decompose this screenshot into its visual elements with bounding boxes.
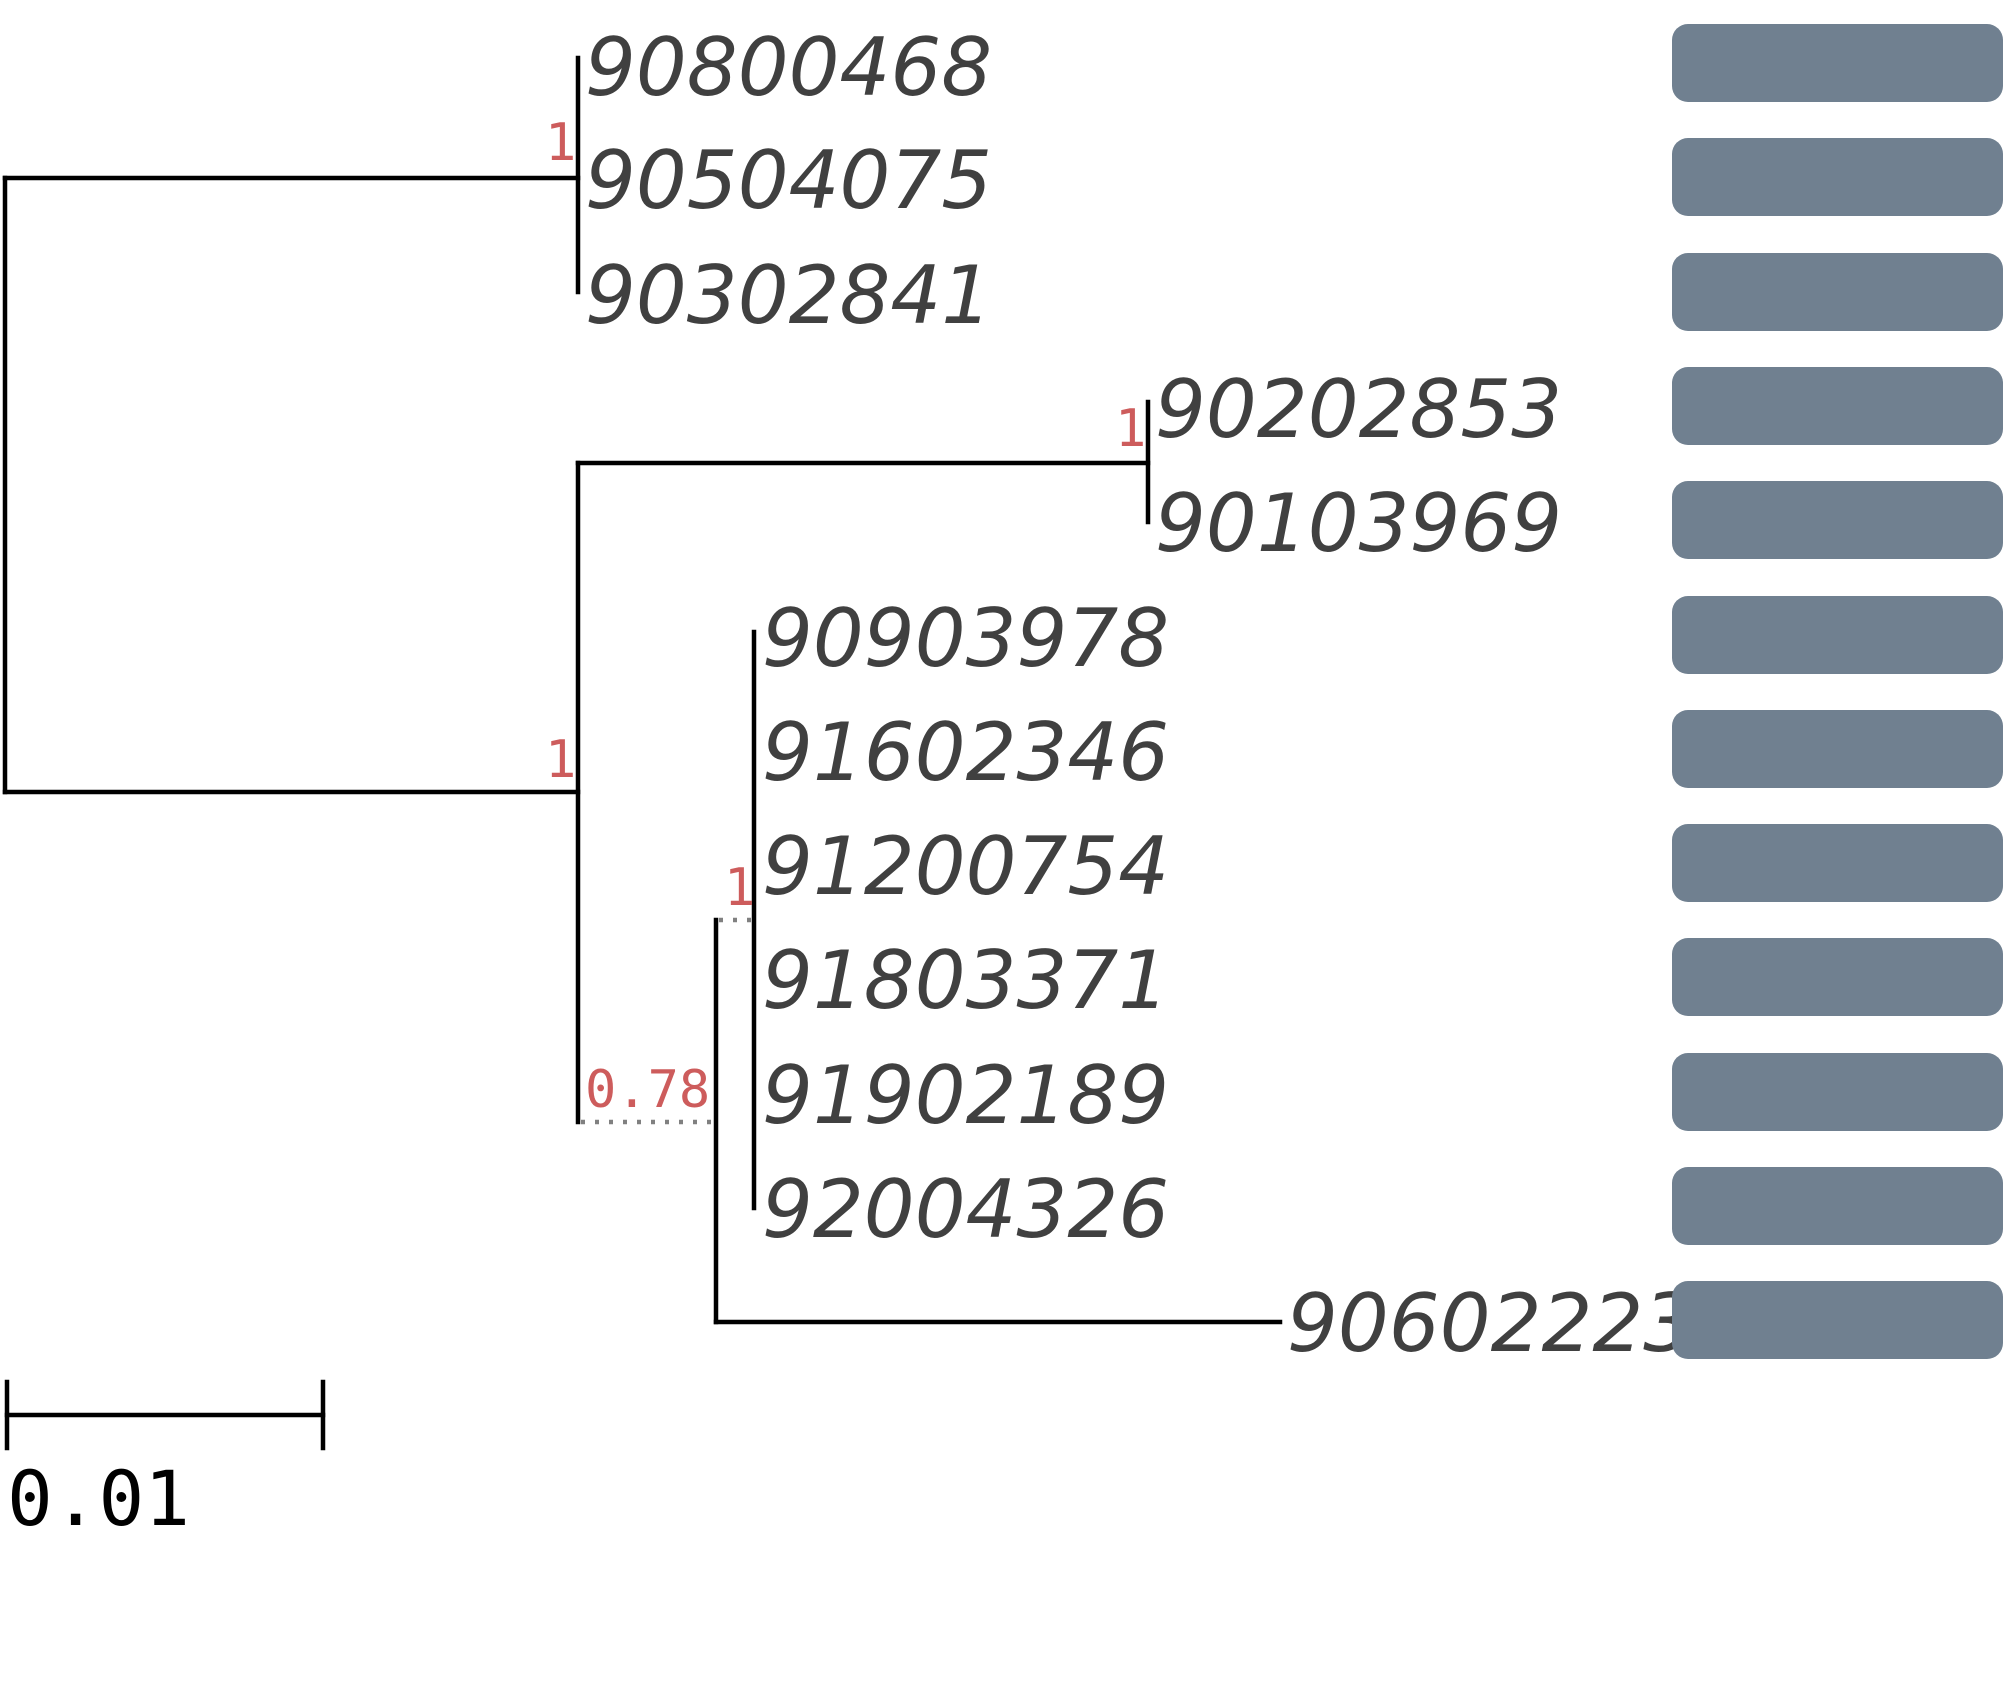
leaf-label: 92004326 <box>762 1163 1169 1256</box>
support-value: 1 <box>545 113 576 173</box>
leaf-label: 91902189 <box>762 1049 1169 1142</box>
leaf-label: 91200754 <box>762 820 1169 913</box>
leaf-bar <box>1672 138 2003 216</box>
scale-bar: 0.01 <box>4 1379 326 1543</box>
leaf-label: 91602346 <box>762 706 1169 799</box>
leaf-label: 90903978 <box>762 592 1169 685</box>
scale-bar-label: 0.01 <box>7 1454 190 1543</box>
leaf-bar <box>1672 1053 2003 1131</box>
leaf-bar <box>1672 367 2003 445</box>
leaf-label: 90302841 <box>585 249 992 342</box>
leaf-bar <box>1672 1281 2003 1359</box>
leaf-label: 90504075 <box>585 134 992 227</box>
support-value: 0.78 <box>585 1060 710 1120</box>
leaf-label: 90202853 <box>1155 363 1562 456</box>
leaf-label: 90602223 <box>1287 1277 1694 1370</box>
leaf-bar <box>1672 24 2003 102</box>
leaf-bar <box>1672 824 2003 902</box>
leaf-bar <box>1672 938 2003 1016</box>
leaf-bar <box>1672 596 2003 674</box>
leaf-bar <box>1672 1167 2003 1245</box>
leaf-bar <box>1672 253 2003 331</box>
support-value: 1 <box>1115 399 1146 459</box>
support-value: 1 <box>724 858 755 918</box>
leaf-label: 90800468 <box>585 21 992 114</box>
leaf-label: 91803371 <box>762 934 1169 1027</box>
leaf-bar <box>1672 710 2003 788</box>
bar-column <box>1672 24 2003 1359</box>
support-value: 1 <box>545 730 576 790</box>
leaf-bar <box>1672 481 2003 559</box>
leaf-label: 90103969 <box>1155 477 1562 570</box>
